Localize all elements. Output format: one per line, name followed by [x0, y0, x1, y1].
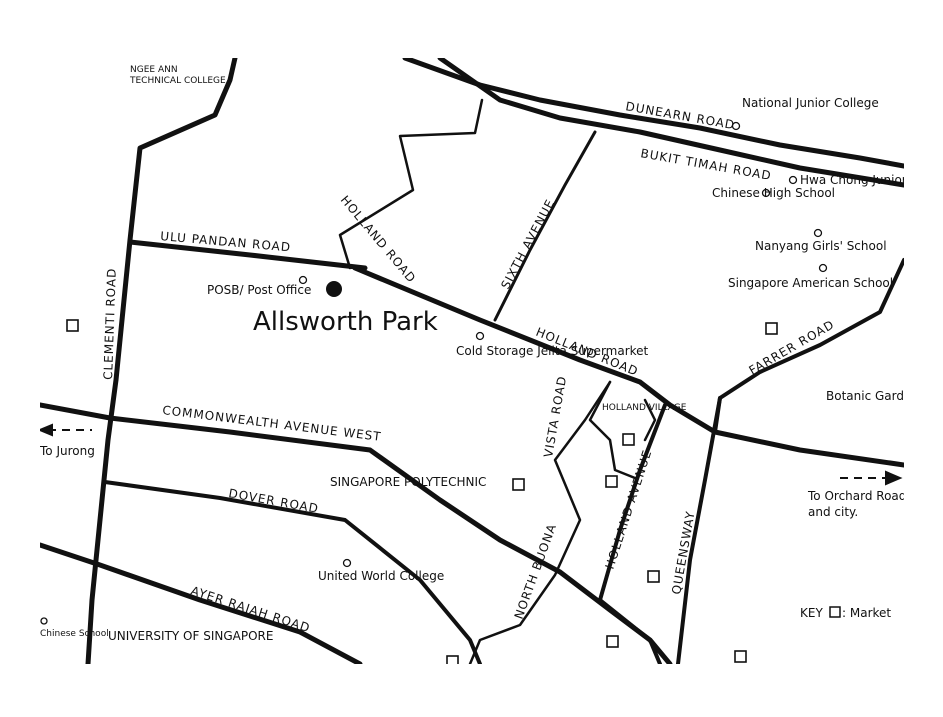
label-chinese-high: Chinese High School — [712, 186, 835, 200]
label-uwc: United World College — [318, 569, 444, 583]
market-square — [605, 475, 618, 488]
label-singapore-poly: SINGAPORE POLYTECHNIC — [330, 475, 486, 489]
marker-chinese-high — [761, 188, 771, 198]
label-holland-village: HOLLAND VILLAGE — [602, 403, 687, 413]
label-hwa-chong: Hwa Chong Junior College — [800, 173, 943, 187]
marker-posb — [298, 275, 308, 285]
road-holland-avenue — [598, 403, 667, 602]
road-holland-east — [712, 429, 904, 468]
road-dunearn — [402, 58, 904, 169]
arrow-to-jurong — [40, 423, 92, 437]
map-title-allsworth-park: Allsworth Park — [253, 307, 438, 337]
road-holland-main — [352, 265, 718, 435]
road-sixth-avenue — [493, 130, 597, 322]
marker-chinese-school — [40, 617, 48, 625]
road-ayer-rajah — [40, 542, 363, 664]
market-square — [622, 433, 635, 446]
road-vista — [468, 380, 612, 664]
market-square — [647, 570, 660, 583]
road-holland-upper — [338, 98, 484, 270]
market-square — [512, 478, 525, 491]
road-clementi — [85, 58, 238, 664]
market-square — [66, 319, 79, 332]
arrow-to-orchard — [840, 470, 903, 486]
corner-label-line-1: NGEE ANN — [130, 65, 178, 75]
road-dover — [103, 480, 482, 664]
label-to-orchard-1: To Orchard Road — [807, 489, 906, 503]
label-cold-storage: Cold Storage Jelita Supermarket — [456, 344, 649, 358]
road-lower-link — [598, 598, 662, 664]
label-national-jc: National Junior College — [742, 96, 879, 110]
place-markers — [40, 121, 828, 625]
market-square — [765, 322, 778, 335]
road-label-clementi: CLEMENTI ROAD — [101, 267, 119, 380]
marker-uwc — [342, 558, 352, 568]
market-markers — [66, 319, 778, 664]
road-bukit-timah — [437, 58, 904, 188]
corner-label-line-2: TECHNICAL COLLEGE — [129, 76, 226, 86]
road-ulu-pandan — [127, 239, 368, 271]
market-square — [446, 655, 459, 664]
marker-sas — [818, 263, 828, 273]
key-market-symbol — [829, 606, 841, 618]
road-holland-village-branch — [643, 398, 657, 442]
map-key: KEY : Market — [800, 606, 891, 620]
label-posb: POSB/ Post Office — [207, 283, 311, 297]
allsworth-park-marker — [326, 281, 342, 297]
road-holland-village-loop — [588, 380, 637, 480]
label-botanic: Botanic Gardens — [826, 389, 925, 403]
market-square — [606, 635, 619, 648]
marker-cold-storage — [475, 331, 485, 341]
label-nus: UNIVERSITY OF SINGAPORE — [108, 629, 273, 643]
label-to-orchard-2: and city. — [808, 505, 858, 519]
marker-hwa-chong — [788, 175, 798, 185]
label-to-jurong: To Jurong — [39, 444, 95, 458]
key-label: KEY — [800, 606, 823, 620]
label-sas: Singapore American School — [728, 276, 893, 290]
key-market-label: : Market — [842, 606, 891, 620]
marker-nanyang — [813, 228, 823, 238]
label-chinese-school: Chinese School — [40, 629, 109, 639]
label-nanyang: Nanyang Girls' School — [755, 239, 887, 253]
market-square — [734, 650, 747, 663]
marker-national-jc — [731, 121, 741, 131]
road-queensway — [676, 396, 722, 664]
